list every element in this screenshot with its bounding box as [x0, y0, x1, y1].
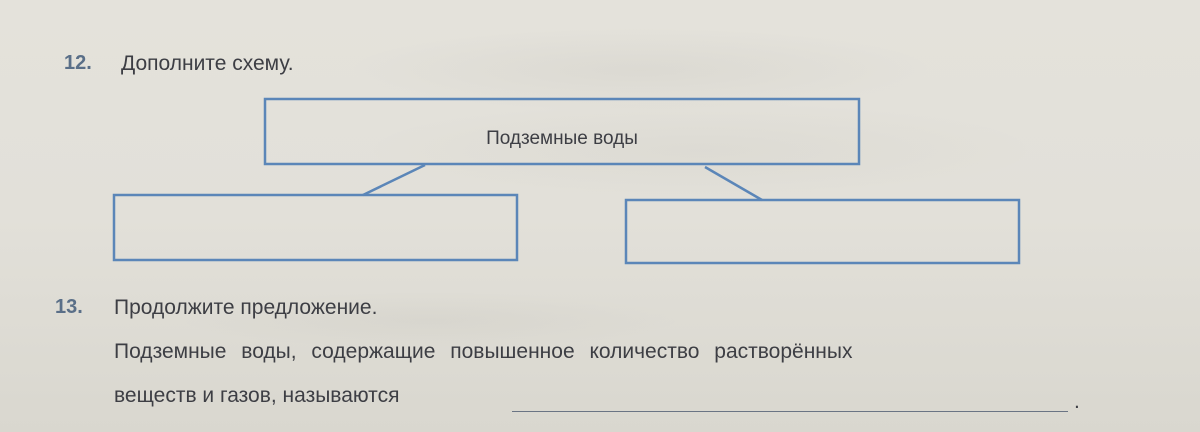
- child-box-right[interactable]: [624, 198, 1021, 265]
- sentence-end-period: .: [1074, 390, 1080, 413]
- task-13-prompt: Продолжите предложение.: [114, 296, 378, 319]
- answer-blank-line[interactable]: [512, 411, 1068, 412]
- root-box: [263, 97, 861, 166]
- task-12-prompt: Дополните схему.: [121, 52, 294, 75]
- child-box-left[interactable]: [112, 193, 519, 262]
- connector-left: [362, 163, 426, 197]
- root-box-label: Подземные воды: [486, 128, 638, 149]
- task-12-number: 12.: [64, 52, 92, 74]
- sentence-line-2: веществ и газов, называются: [114, 384, 400, 407]
- sentence-line-1: Подземные воды, содержащие повышенное ко…: [114, 340, 853, 363]
- connector-right: [704, 165, 763, 202]
- task-13-number: 13.: [55, 296, 83, 318]
